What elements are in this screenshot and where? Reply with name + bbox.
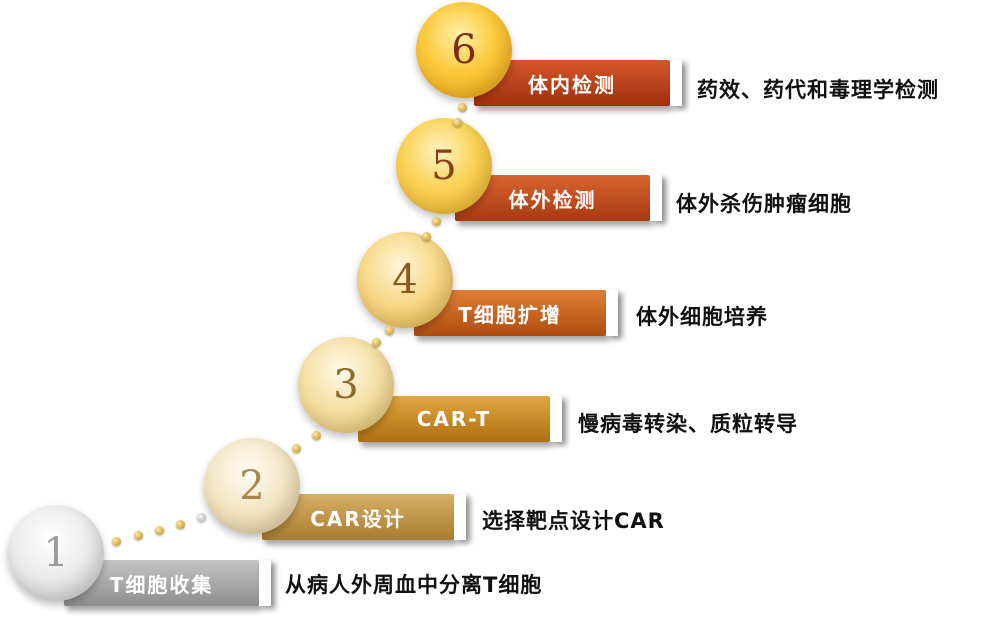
connector-dot	[197, 513, 206, 522]
connector-dot	[134, 531, 143, 540]
step-5-circle: 5	[396, 118, 492, 214]
step-4-circle: 4	[357, 232, 453, 328]
connector-dot	[372, 338, 381, 347]
connector-dot	[458, 103, 467, 112]
step-4-description: 体外细胞培养	[636, 305, 768, 329]
step-2-description: 选择靶点设计CAR	[482, 509, 665, 533]
step-5-number: 5	[431, 143, 457, 189]
step-6-circle: 6	[416, 2, 512, 98]
connector-dot	[453, 118, 462, 127]
connector-dot	[422, 232, 431, 241]
step-1-bar: T细胞收集	[64, 560, 271, 606]
step-1-description: 从病人外周血中分离T细胞	[285, 573, 543, 597]
connector-dot	[385, 326, 394, 335]
step-3-description: 慢病毒转染、质粒转导	[578, 412, 798, 436]
step-6-number: 6	[451, 27, 477, 73]
connector-dot	[432, 217, 441, 226]
connector-dot	[112, 537, 121, 546]
step-2-bar: CAR设计	[262, 494, 466, 540]
step-5-label: 体外检测	[508, 187, 597, 212]
step-3-number: 3	[333, 362, 359, 408]
connector-dot	[312, 431, 321, 440]
step-1-number: 1	[43, 530, 69, 576]
step-4-number: 4	[392, 257, 418, 303]
step-6-description: 药效、药代和毒理学检测	[697, 78, 939, 102]
step-6-label: 体内检测	[528, 72, 616, 97]
connector-dot	[292, 444, 301, 453]
connector-dot	[155, 526, 164, 535]
step-2-circle: 2	[204, 438, 300, 534]
step-2-label: CAR设计	[310, 506, 406, 531]
step-2-number: 2	[239, 463, 265, 509]
step-6-bar: 体内检测	[474, 60, 682, 106]
connector-dot	[176, 520, 185, 529]
step-4-label: T细胞扩增	[458, 302, 562, 327]
step-1-circle: 1	[8, 505, 104, 601]
step-5-description: 体外杀伤肿瘤细胞	[676, 192, 852, 216]
step-3-label: CAR-T	[416, 407, 492, 431]
step-1-label: T细胞收集	[109, 572, 214, 597]
step-3-circle: 3	[298, 337, 394, 433]
